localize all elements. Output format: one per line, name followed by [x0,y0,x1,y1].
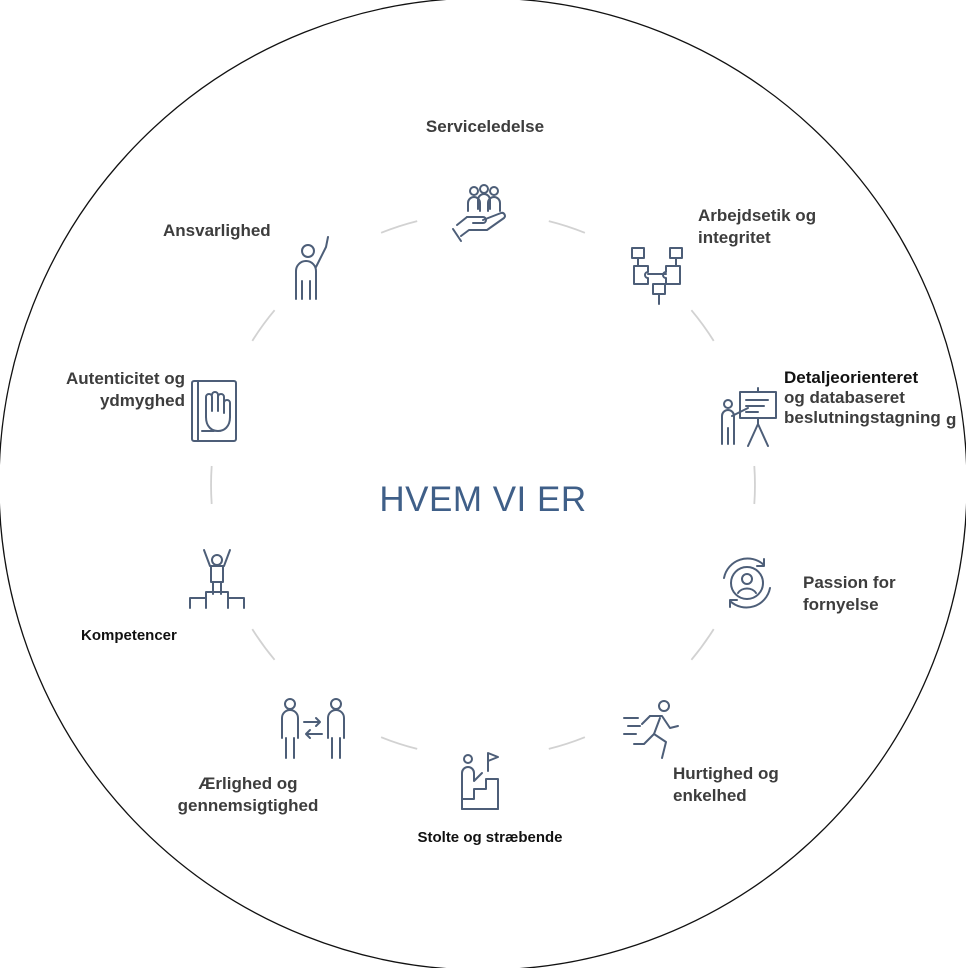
ring-arc [210,465,213,505]
value-label-serviceledelse: Serviceledelse [385,116,585,138]
connector-ring [210,220,756,750]
value-label-ansvarlighed: Ansvarlighed [163,220,271,242]
label-line: fornyelse [803,595,879,614]
label-line: Detaljeorienteret [784,368,919,387]
center-title: HVEM VI ER [379,480,587,519]
ring-arc [251,309,276,342]
value-label-kompetencer: Kompetencer [81,625,177,647]
puzzle-hands-icon [624,238,694,308]
label-line: beslutningstagning [784,408,941,427]
label-line: Kompetencer [81,627,177,644]
value-label-aerlighed: Ærlighed og gennemsigtighed [153,773,343,817]
ring-arc [548,220,586,234]
ring-arc [690,628,715,661]
value-label-detaljeorienteret: Detaljeorienteret og databaseret beslutn… [784,368,941,428]
label-line: enkelhed [673,786,747,805]
label-line: Hurtighed og [673,764,779,783]
label-line: gennemsigtighed [177,796,319,815]
label-line: Ærlighed og [198,774,298,793]
renewal-cycle-icon [712,548,782,618]
ring-arc [380,736,418,750]
stray-glyph: g [946,410,957,429]
stairs-flag-icon [448,745,518,815]
two-people-exchange-icon [278,694,348,764]
ring-arc [753,465,756,505]
label-line: Stolte og stræbende [417,829,563,846]
value-label-arbejdsetik: Arbejdsetik og integritet [698,205,816,249]
ring-arc [690,309,715,342]
ring-arc [548,736,586,750]
podium-winner-icon [182,546,252,616]
value-label-stolte: Stolte og stræbende [390,827,590,849]
running-person-icon [620,696,690,766]
helping-hand-people-icon [449,179,519,249]
raised-hand-person-icon [280,233,350,303]
hand-on-book-icon [180,377,250,447]
value-label-autenticitet: Autenticitet og ydmyghed [40,368,185,412]
presentation-board-icon [714,382,784,452]
ring-arc [380,220,418,234]
value-label-passion: Passion for fornyelse [803,572,896,616]
label-line: Arbejdsetik og [698,206,817,225]
ring-arc [251,628,276,661]
label-line: integritet [698,228,771,247]
label-line: ydmyghed [99,391,185,410]
label-line: Autenticitet og [66,369,185,388]
label-line: og databaseret [784,388,905,407]
label-line: Ansvarlighed [163,221,271,240]
label-line: Passion for [803,573,896,592]
label-line: Serviceledelse [425,117,545,136]
value-label-hurtighed: Hurtighed og enkelhed [673,763,779,807]
